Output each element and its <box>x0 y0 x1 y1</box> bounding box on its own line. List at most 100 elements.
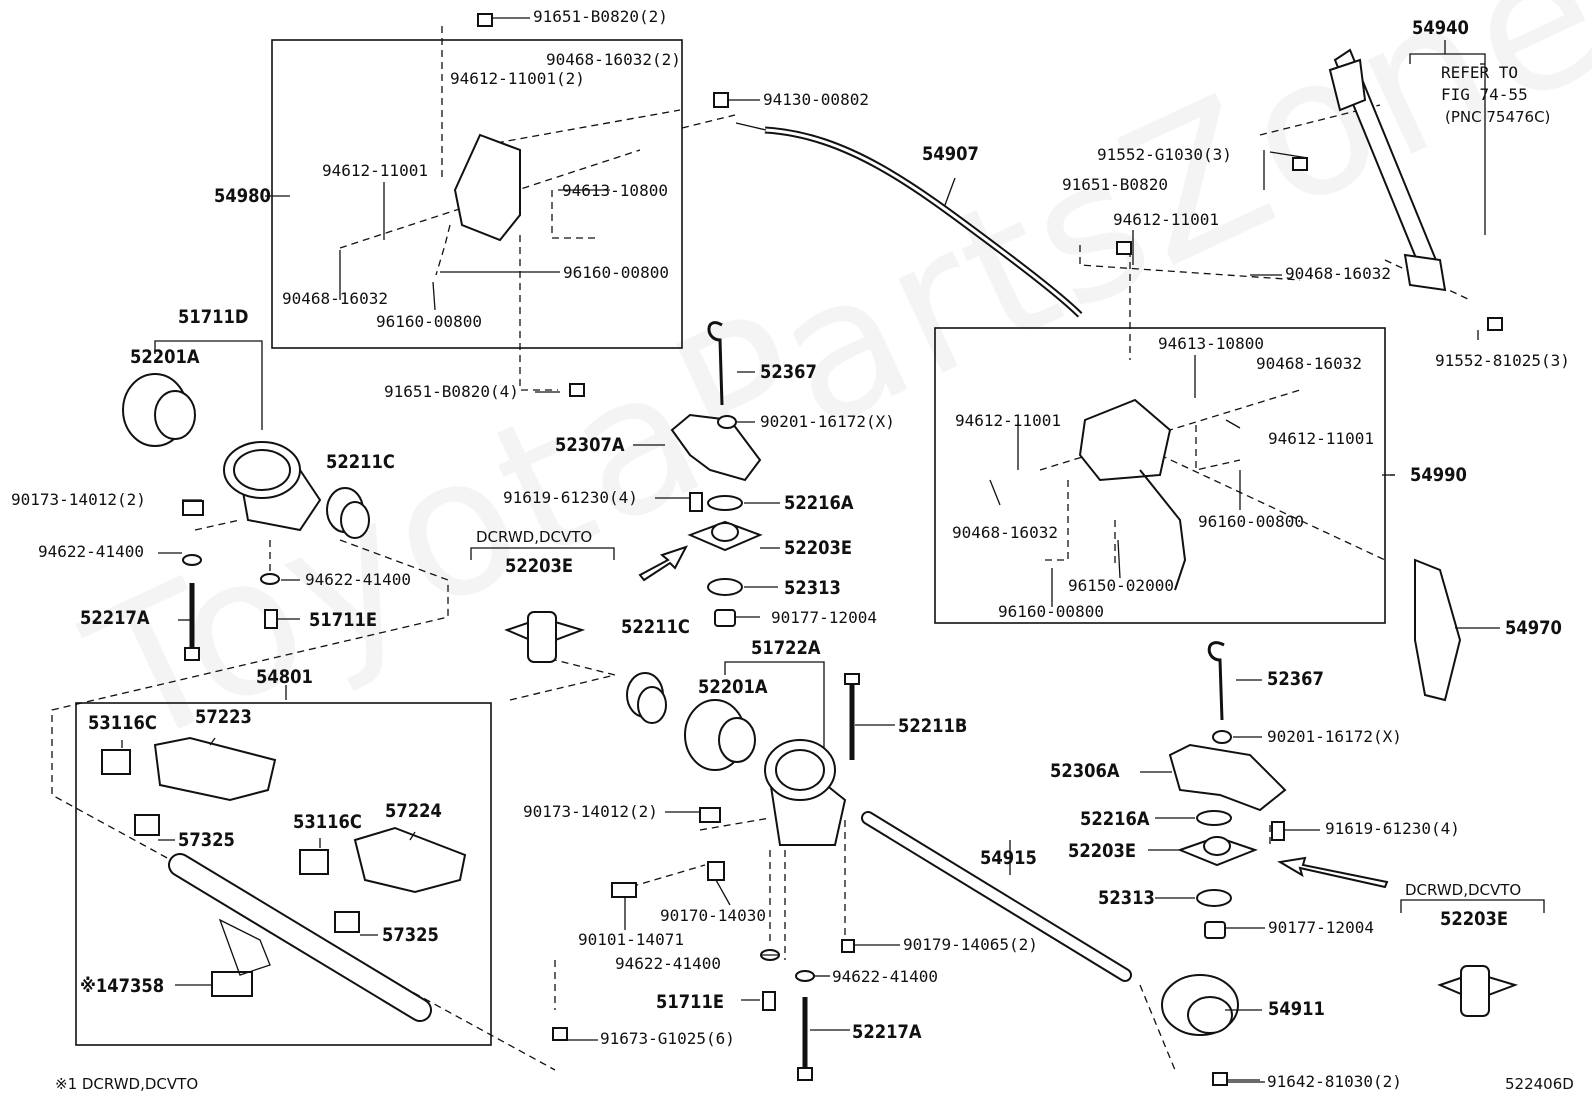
label-96150-02000: 96150-02000 <box>1068 576 1174 595</box>
label-90468-16032-2: 90468-16032(2) <box>546 50 681 69</box>
bracket-57224 <box>353 826 467 894</box>
label-51711e-mid: 51711E <box>656 991 725 1013</box>
label-91673-g1025-6: 91673-G1025(6) <box>600 1029 735 1048</box>
label-91619-61230-r: 91619-61230(4) <box>1325 819 1460 838</box>
label-94612-11001-r3: 94612-11001 <box>1268 429 1374 448</box>
label-91651-b0820: 91651-B0820 <box>1062 175 1168 194</box>
label-54940: 54940 <box>1412 17 1469 39</box>
label-94622-41400-left1: 94622-41400 <box>38 542 144 561</box>
label-90173-14012-mid: 90173-14012(2) <box>523 802 658 821</box>
bracket-52306a <box>1168 743 1287 812</box>
label-52313-c: 52313 <box>784 577 841 599</box>
lever-54990 <box>1078 398 1172 482</box>
label-52307a: 52307A <box>555 434 625 456</box>
refer-note-line1: REFER TO <box>1441 63 1519 82</box>
hook-52367-c <box>707 321 724 406</box>
label-90468-16032-r: 90468-16032 <box>1285 264 1391 283</box>
label-51722a: 51722A <box>751 637 821 659</box>
label-94622-41400-left2: 94622-41400 <box>305 570 411 589</box>
bracket-51722a <box>724 661 825 760</box>
label-90177-12004-r: 90177-12004 <box>1268 918 1374 937</box>
shaft-54801 <box>168 853 432 1022</box>
label-52203e-c: 52203E <box>784 537 853 559</box>
label-52203e-alt-r: 52203E <box>1440 908 1509 930</box>
collar-52211c-left <box>326 487 370 539</box>
label-90179-14065-2: 90179-14065(2) <box>903 935 1038 954</box>
label-52217a-left: 52217A <box>80 607 150 629</box>
cover-57325-1 <box>134 814 160 836</box>
washer-52313-r <box>1196 889 1232 907</box>
label-90468-16032-r3: 90468-16032 <box>952 523 1058 542</box>
label-94612-11001-r: 94612-11001 <box>1113 210 1219 229</box>
label-52367-c: 52367 <box>760 361 817 383</box>
clip-53116c-1 <box>101 749 131 775</box>
label-53116c-2: 53116C <box>293 811 362 833</box>
label-90201-16172-r: 90201-16172(X) <box>1267 727 1402 746</box>
label-52211c-left: 52211C <box>326 451 395 473</box>
rod-54915 <box>861 811 1132 982</box>
label-90468-16032-r2: 90468-16032 <box>1256 354 1362 373</box>
label-dcrwd-c: DCRWD,DCVTO <box>476 528 593 546</box>
bracket-dcrwd-c <box>470 547 615 560</box>
label-54907: 54907 <box>922 143 979 165</box>
label-90173-14012-left: 90173-14012(2) <box>11 490 146 509</box>
label-91642-81030-2: 91642-81030(2) <box>1267 1072 1402 1091</box>
label-51711e-left: 51711E <box>309 609 378 631</box>
label-94622-41400-mid1: 94622-41400 <box>615 954 721 973</box>
mount-52203e-alt-c <box>504 611 586 663</box>
label-94130-00802: 94130-00802 <box>763 90 869 109</box>
label-57325-1: 57325 <box>178 829 235 851</box>
label-52211c-mid: 52211C <box>621 616 690 638</box>
label-52211b: 52211B <box>898 715 968 737</box>
hook-52367-r <box>1207 641 1225 721</box>
label-54980: 54980 <box>214 185 271 207</box>
mount-52203e-c <box>687 520 763 552</box>
label-90170-14030: 90170-14030 <box>660 906 766 925</box>
label-91651-b0820-2: 91651-B0820(2) <box>533 7 668 26</box>
washer-52313-c <box>707 578 743 596</box>
label-57223: 57223 <box>195 706 252 728</box>
washer-52216a-c <box>707 495 743 511</box>
footnote: ※1 DCRWD,DCVTO <box>55 1075 199 1093</box>
part-147358 <box>211 971 253 997</box>
collar-52211c-mid <box>626 672 667 724</box>
label-52306a: 52306A <box>1050 760 1120 782</box>
bracket-54940 <box>1409 53 1486 64</box>
label-52203e-r: 52203E <box>1068 840 1137 862</box>
clip-53116c-2 <box>299 849 329 875</box>
bracket-part-51711d <box>223 441 322 532</box>
label-91651-b0820-4: 91651-B0820(4) <box>384 382 519 401</box>
arm-54970 <box>1414 558 1462 702</box>
label-94612-11001-l: 94612-11001 <box>322 161 428 180</box>
label-57224: 57224 <box>385 800 442 822</box>
label-57325-2: 57325 <box>382 924 439 946</box>
bracket-52307a <box>670 413 762 482</box>
bracket-dcrwd-r <box>1400 899 1545 913</box>
label-52216a-c: 52216A <box>784 492 854 514</box>
label-52216a-r: 52216A <box>1080 808 1150 830</box>
label-52313-r: 52313 <box>1098 887 1155 909</box>
lever-54980 <box>453 133 521 242</box>
label-94612-11001-2: 94612-11001(2) <box>450 69 585 88</box>
boot-54911 <box>1161 974 1239 1036</box>
group-box-54980 <box>271 39 683 349</box>
label-96160-00800-l2: 96160-00800 <box>376 312 482 331</box>
label-52203e-alt-c: 52203E <box>505 555 574 577</box>
label-54990: 54990 <box>1410 464 1467 486</box>
refer-note-line3: (PNC 75476C) <box>1445 108 1551 126</box>
bushing-52201a-mid <box>684 699 756 771</box>
label-54915: 54915 <box>980 847 1037 869</box>
group-box-54801 <box>75 702 492 1046</box>
label-94613-10800-r: 94613-10800 <box>1158 334 1264 353</box>
label-147358: ※147358 <box>80 975 165 997</box>
washer-52216a-r <box>1196 810 1232 826</box>
bracket-51711d <box>154 340 263 430</box>
mount-52203e-r <box>1177 835 1258 867</box>
label-90101-14071: 90101-14071 <box>578 930 684 949</box>
label-52201a-mid: 52201A <box>698 676 768 698</box>
bracket-part-51722a <box>764 739 847 846</box>
arrow-r <box>1277 856 1389 889</box>
label-52201a-left: 52201A <box>130 346 200 368</box>
label-52217a-mid: 52217A <box>852 1021 922 1043</box>
